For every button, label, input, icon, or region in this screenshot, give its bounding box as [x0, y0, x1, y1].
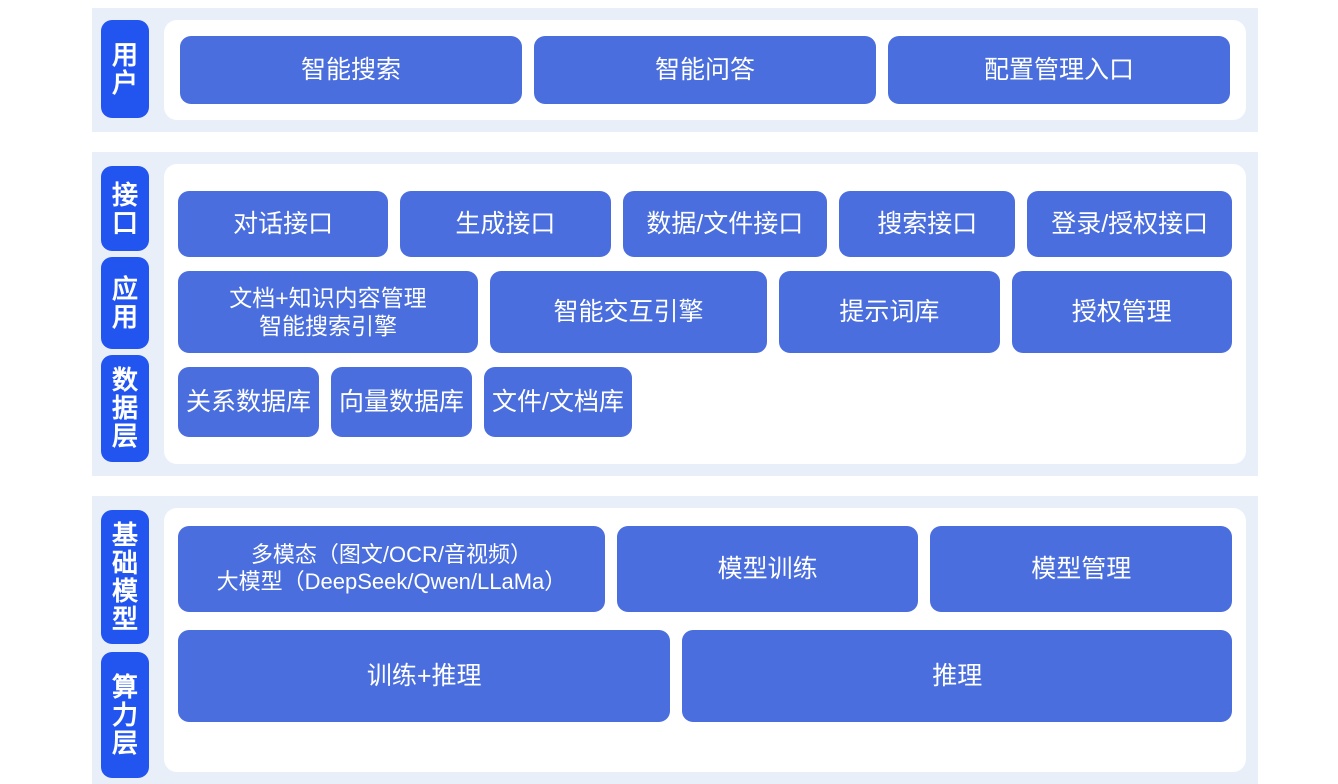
section-bottom-card: 多模态（图文/OCR/音视频） 大模型（DeepSeek/Qwen/LLaMa）…	[164, 508, 1246, 772]
box-vector-database[interactable]: 向量数据库	[331, 367, 473, 437]
layer-label-data: 数据层	[101, 354, 149, 462]
section-middle-card: 对话接口 生成接口 数据/文件接口 搜索接口 登录/授权接口 文档+知识内容管理…	[164, 164, 1246, 464]
box-file-document-store[interactable]: 文件/文档库	[484, 367, 632, 437]
layer-label-interface: 接口	[101, 166, 149, 252]
layer-label-application: 应用	[101, 257, 149, 349]
box-authorization-management[interactable]: 授权管理	[1011, 271, 1232, 353]
box-relational-database[interactable]: 关系数据库	[178, 367, 320, 437]
box-search-api[interactable]: 搜索接口	[839, 191, 1016, 257]
box-smart-qa[interactable]: 智能问答	[534, 36, 876, 104]
row-interface: 对话接口 生成接口 数据/文件接口 搜索接口 登录/授权接口	[178, 191, 1232, 257]
row-compute: 训练+推理 推理	[178, 630, 1232, 722]
section-middle-layers: 接口 应用 数据层 对话接口 生成接口 数据/文件接口 搜索接口 登录/授权接口…	[92, 152, 1258, 476]
section-bottom-layers: 基础模型 算力层 多模态（图文/OCR/音视频） 大模型（DeepSeek/Qw…	[92, 496, 1258, 784]
section-user-label-column: 用户	[92, 8, 158, 132]
section-user-card: 智能搜索 智能问答 配置管理入口	[164, 20, 1246, 120]
section-user-layer: 用户 智能搜索 智能问答 配置管理入口	[92, 8, 1258, 132]
section-middle-label-column: 接口 应用 数据层	[92, 152, 158, 476]
box-generation-api[interactable]: 生成接口	[400, 191, 611, 257]
row-data: 关系数据库 向量数据库 文件/文档库	[178, 367, 1232, 437]
box-login-auth-api[interactable]: 登录/授权接口	[1027, 191, 1232, 257]
layer-label-compute: 算力层	[101, 652, 149, 778]
box-smart-interaction-engine[interactable]: 智能交互引擎	[489, 271, 768, 353]
box-smart-search[interactable]: 智能搜索	[180, 36, 522, 104]
box-data-file-api[interactable]: 数据/文件接口	[622, 191, 828, 257]
box-prompt-library[interactable]: 提示词库	[779, 271, 1000, 353]
box-multimodal-large-model[interactable]: 多模态（图文/OCR/音视频） 大模型（DeepSeek/Qwen/LLaMa）	[178, 526, 605, 612]
box-dialog-api[interactable]: 对话接口	[178, 191, 389, 257]
box-model-training[interactable]: 模型训练	[616, 526, 919, 612]
layer-label-foundation-model: 基础模型	[101, 510, 149, 644]
row-models: 多模态（图文/OCR/音视频） 大模型（DeepSeek/Qwen/LLaMa）…	[178, 526, 1232, 612]
box-config-management-entry[interactable]: 配置管理入口	[888, 36, 1230, 104]
layer-label-user: 用户	[101, 20, 149, 118]
box-training-plus-inference[interactable]: 训练+推理	[178, 630, 671, 722]
box-document-knowledge-management[interactable]: 文档+知识内容管理 智能搜索引擎	[178, 271, 478, 353]
box-model-management[interactable]: 模型管理	[930, 526, 1232, 612]
section-bottom-label-column: 基础模型 算力层	[92, 496, 158, 784]
row-user-entries: 智能搜索 智能问答 配置管理入口	[180, 36, 1230, 104]
box-inference[interactable]: 推理	[682, 630, 1232, 722]
row-application: 文档+知识内容管理 智能搜索引擎 智能交互引擎 提示词库 授权管理	[178, 271, 1232, 353]
